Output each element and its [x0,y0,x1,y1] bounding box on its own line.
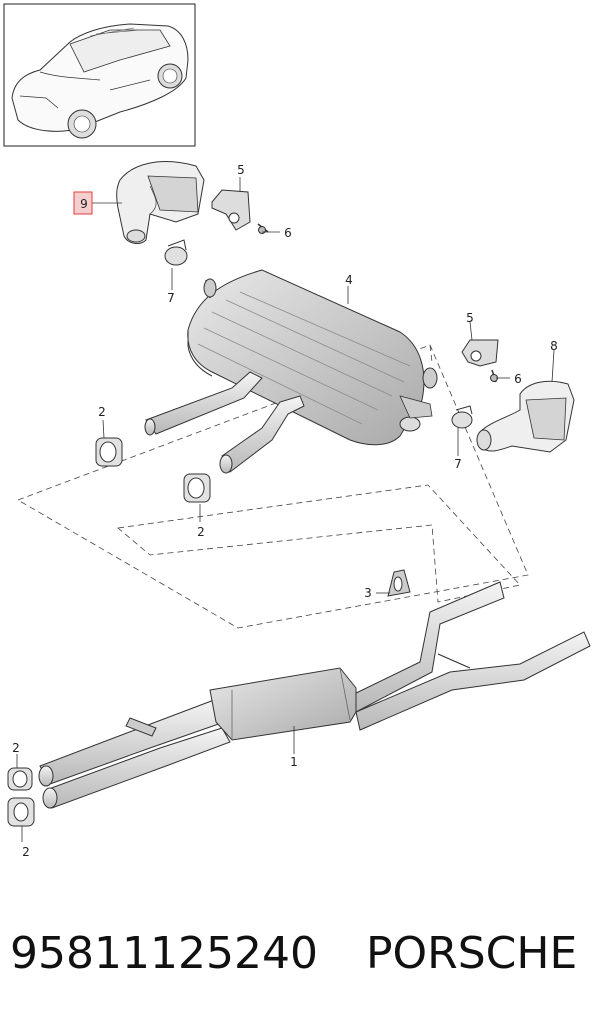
callout-5-upper: 5 [237,163,245,177]
clamp-lower [451,405,473,429]
center-pipe-assembly [38,581,591,809]
brand-name: PORSCHE [366,928,578,979]
exhaust-system-diagram: 9 5 6 7 4 5 6 8 7 2 2 3 1 2 2 [3,3,591,859]
callout-6-lower: 6 [514,372,522,386]
leader-lines [16,177,555,842]
vehicle-thumbnail [3,3,196,147]
callout-7-upper: 7 [167,291,175,305]
callout-6-upper: 6 [284,226,292,240]
callout-3: 3 [364,586,372,600]
clamp-front-lower [7,797,35,827]
tailpipe-trim-left [116,161,205,244]
clamp-upper [164,239,188,266]
clamp-muffler-right [183,473,211,503]
callout-5-lower: 5 [466,311,474,325]
bracket-upper [211,189,269,234]
callout-2-muffler-right: 2 [197,525,205,539]
rubber-mount [387,569,411,597]
bracket-lower [461,339,499,383]
callout-2-front-upper: 2 [12,741,20,755]
callout-2-muffler-left: 2 [98,405,106,419]
callout-9-highlight [73,191,93,215]
clamp-muffler-left [95,437,123,467]
tailpipe-trim-right [476,380,575,453]
callout-2-front-lower: 2 [22,845,30,859]
clamp-front-upper [7,767,33,791]
part-footer: 95811125240 PORSCHE [0,918,600,1008]
callout-7-lower: 7 [454,457,462,471]
part-number: 95811125240 [10,928,318,979]
callout-8: 8 [550,339,558,353]
callout-9: 9 [80,197,88,211]
assembly-outline [17,344,529,629]
callout-1: 1 [290,755,298,769]
callout-labels: 9 5 6 7 4 5 6 8 7 2 2 3 1 2 2 [12,163,558,859]
rear-muffler [187,269,438,446]
muffler-inlet-pipes [144,371,305,474]
callout-4: 4 [345,273,353,287]
